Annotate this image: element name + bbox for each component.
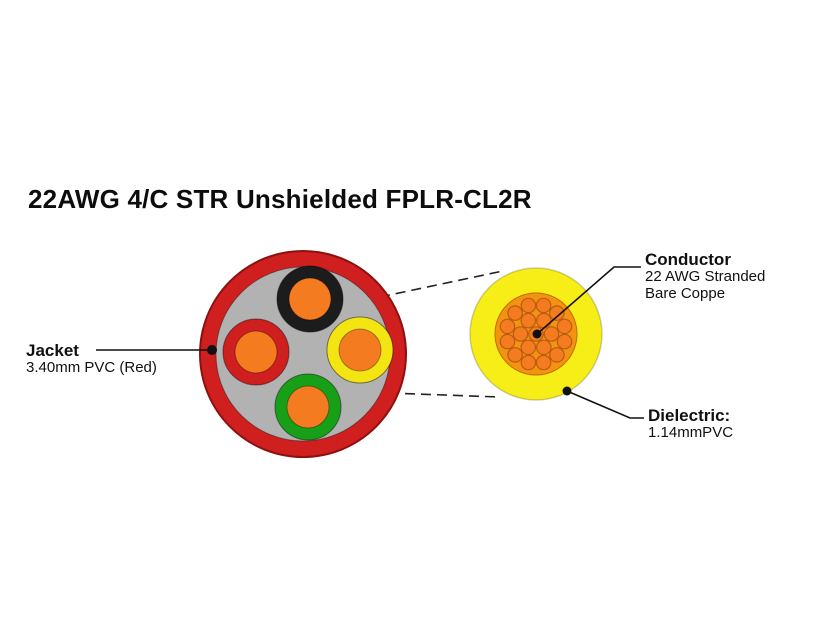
dielectric-leader xyxy=(562,386,644,419)
conductor-leader xyxy=(532,266,641,339)
strand xyxy=(520,354,537,371)
strand xyxy=(507,347,523,363)
zoom-projection-lines xyxy=(379,270,504,398)
conductor-leader-line xyxy=(536,266,641,335)
strand xyxy=(520,297,537,314)
cable-cross-section xyxy=(199,250,407,458)
strand xyxy=(512,326,529,342)
page-title: 22AWG 4/C STR Unshielded FPLR-CL2R xyxy=(28,184,532,214)
strand xyxy=(543,326,560,342)
conductor-callout: Conductor 22 AWG Stranded Bare Coppe xyxy=(645,250,765,303)
conductor-black xyxy=(276,265,344,333)
conductor-leader-dot xyxy=(532,329,542,339)
strand xyxy=(556,333,573,350)
conductor-detail-line2: Bare Coppe xyxy=(645,285,726,303)
strand xyxy=(499,333,516,350)
conductor-red-core xyxy=(234,330,278,374)
conductor-green-core xyxy=(286,385,330,429)
conductor-yellow-core xyxy=(338,328,382,372)
strand xyxy=(535,339,552,356)
dielectric-callout: Dielectric: 1.14mmPVC xyxy=(648,406,733,442)
jacket-label: Jacket xyxy=(26,341,79,360)
projection-line-bottom xyxy=(388,392,500,398)
strand xyxy=(520,312,537,329)
jacket-callout: Jacket 3.40mm PVC (Red) xyxy=(26,341,157,377)
dielectric-leader-dot xyxy=(562,386,572,396)
dielectric-label: Dielectric: xyxy=(648,406,731,425)
conductor-strands xyxy=(499,297,573,371)
conductor-green xyxy=(274,373,342,441)
strand xyxy=(549,305,565,321)
conductor-black-core xyxy=(288,277,332,321)
dielectric-leader-line xyxy=(566,390,644,419)
conductor-label: Conductor xyxy=(645,250,731,269)
strand xyxy=(520,339,537,356)
conductor-detail-line1: 22 AWG Stranded xyxy=(645,268,766,286)
strand xyxy=(535,354,552,371)
conductor-red xyxy=(222,318,290,386)
jacket-detail: 3.40mm PVC (Red) xyxy=(26,359,157,377)
strand xyxy=(499,318,516,335)
strand xyxy=(556,318,573,335)
strand xyxy=(549,347,565,363)
conductor-yellow xyxy=(326,316,394,384)
jacket-leader-dot xyxy=(207,345,217,355)
strand xyxy=(535,297,552,314)
strand xyxy=(535,312,552,329)
projection-line-top xyxy=(379,270,504,298)
dielectric-detail: 1.14mmPVC xyxy=(648,424,734,442)
jacket-leader xyxy=(96,345,217,355)
strand xyxy=(507,305,523,321)
